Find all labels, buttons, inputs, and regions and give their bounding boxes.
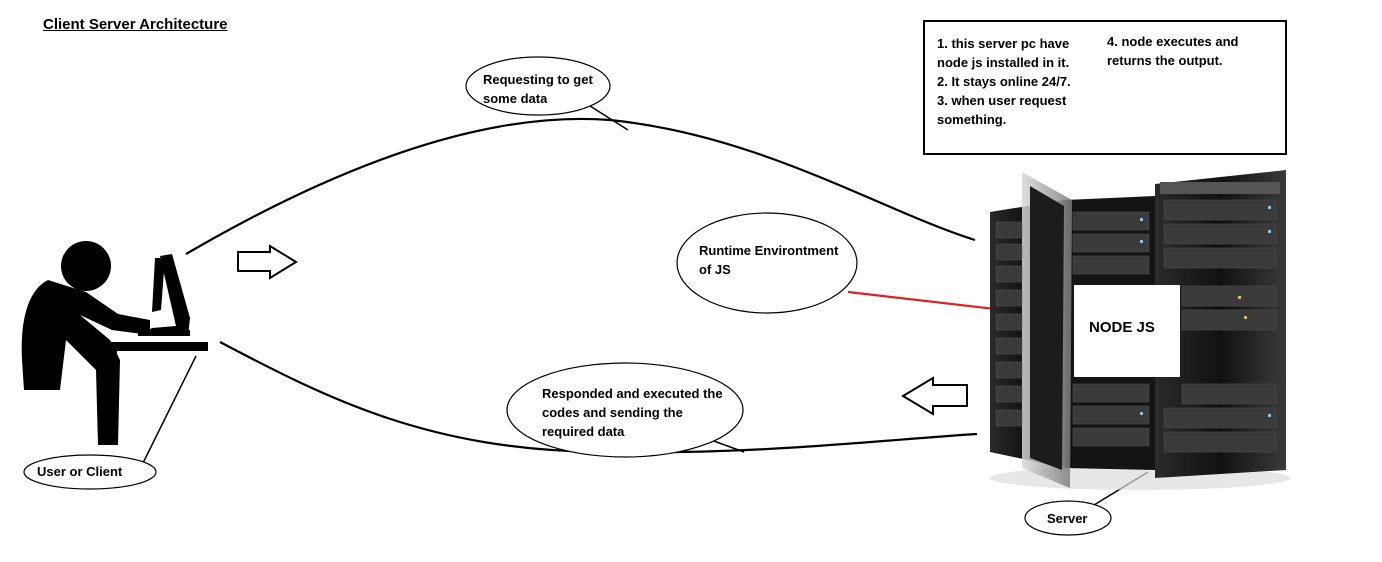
runtime-bubble-text: Runtime Environtment of JS (699, 243, 839, 277)
node-js-box (1074, 285, 1180, 377)
user-at-computer-icon (21, 241, 208, 445)
client-bubble (23, 454, 157, 490)
request-curve (185, 117, 976, 255)
server-notes-left-text: 1. this server pc have node js installed… (937, 36, 1071, 127)
runtime-bubble (676, 212, 858, 314)
request-bubble-pointer (589, 105, 629, 131)
server-bubble (1024, 500, 1112, 536)
response-bubble (506, 362, 744, 458)
server-notes-box (923, 20, 1287, 155)
arrow-right-icon (237, 244, 298, 280)
server-bubble-text: Server (1047, 511, 1088, 526)
server-rack-icon (990, 170, 1290, 490)
server-notes-right-text: 4. node executes and returns the output. (1107, 34, 1239, 68)
arrow-left-icon (901, 376, 968, 416)
client-bubble-pointer (142, 355, 197, 464)
response-bubble-text: Responded and executed the codes and sen… (542, 386, 723, 439)
node-js-label: NODE JS (1089, 319, 1155, 336)
client-bubble-text: User or Client (37, 464, 123, 479)
request-bubble (465, 56, 611, 116)
request-bubble-text: Requesting to get some data (483, 72, 593, 106)
diagram-title: Client Server Architecture (43, 16, 228, 33)
